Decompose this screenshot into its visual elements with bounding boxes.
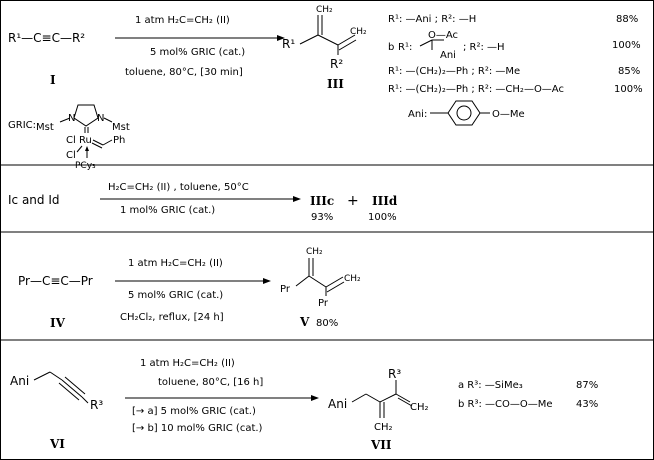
ani-def-label: Ani: bbox=[408, 109, 427, 120]
s3-arrowhead bbox=[263, 278, 271, 284]
catalyst-GRIC: GRIC: N N Mst Mst Ru Cl Cl Ph PCy₃ bbox=[8, 104, 130, 171]
s2-arrowhead bbox=[293, 196, 301, 202]
reactant-I-formula: R¹—C≡C—R² bbox=[8, 31, 85, 45]
product-III-structure: CH₂ CH₂ bbox=[299, 5, 367, 55]
s2-product-IIId: IIId bbox=[372, 194, 398, 208]
s1-row-c: R¹: —(CH₂)₂—Ph ; R²: —Me bbox=[388, 66, 520, 77]
product-VII-ani: Ani bbox=[328, 397, 347, 411]
product-V-label: V bbox=[299, 315, 310, 329]
s2-yield-1: 93% bbox=[311, 212, 333, 223]
product-VII-label: VII bbox=[370, 438, 392, 452]
cl-1: Cl bbox=[66, 135, 76, 146]
nhc-ring bbox=[73, 104, 99, 127]
ani-def-ring bbox=[430, 100, 490, 126]
s4-condition-2: toluene, 80°C, [16 h] bbox=[158, 377, 263, 388]
s3-condition-2: 5 mol% GRIC (cat.) bbox=[128, 290, 223, 301]
cl-2: Cl bbox=[66, 150, 76, 161]
s1-row-a: R¹: —Ani ; R²: —H bbox=[388, 14, 476, 25]
s4-condition-1: 1 atm H₂C=CH₂ (II) bbox=[140, 358, 235, 369]
product-VII-ch2-a: CH₂ bbox=[410, 402, 429, 413]
product-III-r1: R¹ bbox=[282, 37, 295, 51]
pcy3-ligand: PCy₃ bbox=[75, 161, 96, 171]
product-V-pr2: Pr bbox=[318, 298, 329, 309]
s1-condition-2: 5 mol% GRIC (cat.) bbox=[150, 47, 245, 58]
reactant-IV-formula: Pr—C≡C—Pr bbox=[18, 274, 93, 288]
product-VII-structure bbox=[351, 380, 413, 418]
n-left: N bbox=[68, 113, 75, 124]
s3-condition-1: 1 atm H₂C=CH₂ (II) bbox=[128, 258, 223, 269]
product-VII-ch2-b: CH₂ bbox=[374, 422, 393, 433]
mst-left: Mst bbox=[36, 122, 54, 133]
product-V-ch2: CH₂ bbox=[344, 274, 361, 284]
s4-condition-3: [→ a] 5 mol% GRIC (cat.) bbox=[132, 406, 256, 417]
s4-row-b-yield: 43% bbox=[576, 399, 598, 410]
product-VII-r3: R³ bbox=[388, 367, 401, 381]
s1-row-d-yield: 100% bbox=[614, 84, 643, 95]
s1-row-b-r2: ; R²: —H bbox=[463, 42, 505, 53]
product-V-yield: 80% bbox=[316, 318, 338, 329]
s1-row-b-oac: O—Ac bbox=[428, 30, 458, 41]
reactant-VI-label: VI bbox=[49, 437, 65, 451]
s2-condition-1: H₂C=CH₂ (II) , toluene, 50°C bbox=[108, 182, 249, 193]
ru-atom: Ru bbox=[79, 135, 92, 146]
s2-product-IIIc: IIIc bbox=[310, 194, 334, 208]
s2-reactants: Ic and Id bbox=[8, 193, 60, 207]
s1-row-b-label: b bbox=[388, 42, 394, 53]
scheme-2: Ic and Id H₂C=CH₂ (II) , toluene, 50°C 1… bbox=[8, 182, 398, 223]
svg-text:CH₂: CH₂ bbox=[350, 27, 367, 37]
s4-arrowhead bbox=[311, 395, 319, 401]
s1-row-c-yield: 85% bbox=[618, 66, 640, 77]
s1-arrowhead bbox=[277, 35, 285, 41]
s1-row-a-yield: 88% bbox=[616, 14, 638, 25]
reactant-IV-label: IV bbox=[50, 316, 66, 330]
svg-text:CH₂: CH₂ bbox=[306, 247, 323, 257]
mst-right: Mst bbox=[112, 122, 130, 133]
reactant-I-label: I bbox=[50, 73, 56, 87]
s1-row-d: R¹: —(CH₂)₂—Ph ; R²: —CH₂—O—Ac bbox=[388, 84, 564, 95]
product-V-structure: CH₂ bbox=[295, 247, 345, 296]
svg-text:CH₂: CH₂ bbox=[316, 5, 333, 15]
n-right: N bbox=[97, 113, 104, 124]
ani-def-ome: O—Me bbox=[492, 109, 525, 120]
product-III-r2: R² bbox=[330, 57, 343, 71]
s2-yield-2: 100% bbox=[368, 212, 397, 223]
s2-plus: + bbox=[347, 193, 359, 209]
s1-row-b-ani: Ani bbox=[440, 50, 456, 61]
ph-group: Ph bbox=[113, 135, 125, 146]
reactant-VI-structure bbox=[33, 371, 89, 404]
s4-row-b: b R³: —CO—O—Me bbox=[458, 399, 553, 410]
catalyst-label: GRIC: bbox=[8, 120, 36, 131]
s4-row-a: a R³: —SiMe₃ bbox=[458, 380, 523, 391]
s2-condition-2: 1 mol% GRIC (cat.) bbox=[120, 205, 215, 216]
s1-row-b-structure bbox=[419, 39, 444, 50]
s4-row-a-yield: 87% bbox=[576, 380, 598, 391]
reactant-VI-ani: Ani bbox=[10, 374, 29, 388]
product-V-pr1: Pr bbox=[280, 284, 291, 295]
s4-condition-4: [→ b] 10 mol% GRIC (cat.) bbox=[132, 423, 263, 434]
reactant-VI-r3: R³ bbox=[90, 398, 103, 412]
scheme-4: Ani R³ VI 1 atm H₂C=CH₂ (II) toluene, 80… bbox=[10, 358, 598, 452]
s3-condition-3: CH₂Cl₂, reflux, [24 h] bbox=[120, 312, 224, 323]
product-III-label: III bbox=[327, 77, 344, 91]
s1-row-b-r1: R¹: bbox=[398, 42, 412, 53]
s1-condition-1: 1 atm H₂C=CH₂ (II) bbox=[135, 15, 230, 26]
s1-row-b-yield: 100% bbox=[612, 40, 641, 51]
scheme-3: Pr—C≡C—Pr IV 1 atm H₂C=CH₂ (II) 5 mol% G… bbox=[18, 247, 361, 330]
scheme-1: R¹—C≡C—R² I 1 atm H₂C=CH₂ (II) 5 mol% GR… bbox=[8, 5, 643, 126]
s1-condition-3: toluene, 80°C, [30 min] bbox=[125, 67, 243, 78]
